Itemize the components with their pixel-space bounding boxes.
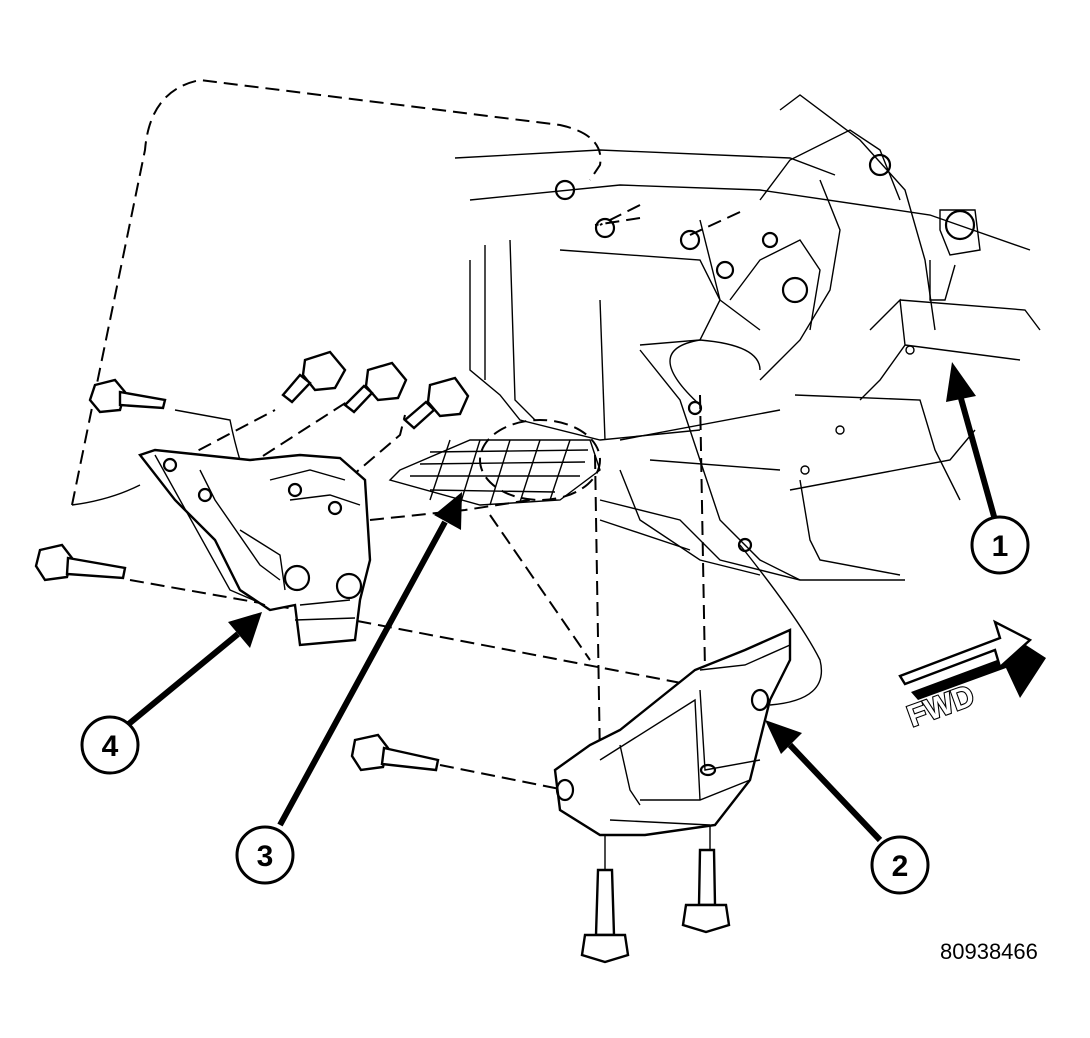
bolt-horizontal-1 — [88, 378, 167, 414]
bolt-horizontal-6 — [350, 733, 440, 772]
callout-3: 3 — [235, 825, 295, 885]
bolt-horizontal-5 — [34, 543, 127, 582]
transmission-mount-bracket — [553, 628, 792, 837]
callout-4-label: 4 — [102, 730, 119, 763]
callout-3-label: 3 — [257, 840, 274, 873]
figure-id: 80938466 — [940, 939, 1038, 964]
engine-block-assembly — [388, 94, 1041, 581]
bolt-angled-3 — [343, 361, 408, 414]
callout-2: 2 — [870, 835, 930, 895]
callout-1-label: 1 — [992, 530, 1009, 563]
callout-4: 4 — [80, 715, 140, 775]
bolt-vertical-7 — [580, 868, 630, 964]
bolt-angled-2 — [281, 350, 347, 404]
callout-1: 1 — [970, 515, 1030, 575]
engine-mount-bracket — [138, 448, 372, 647]
bolt-vertical-8 — [681, 848, 731, 934]
location-indicator-oval — [479, 419, 601, 501]
callout-2-label: 2 — [892, 850, 909, 883]
forward-direction-arrow: FWD — [898, 619, 1046, 735]
bolt-angled-4 — [403, 376, 470, 430]
callout-leaders — [123, 362, 998, 843]
